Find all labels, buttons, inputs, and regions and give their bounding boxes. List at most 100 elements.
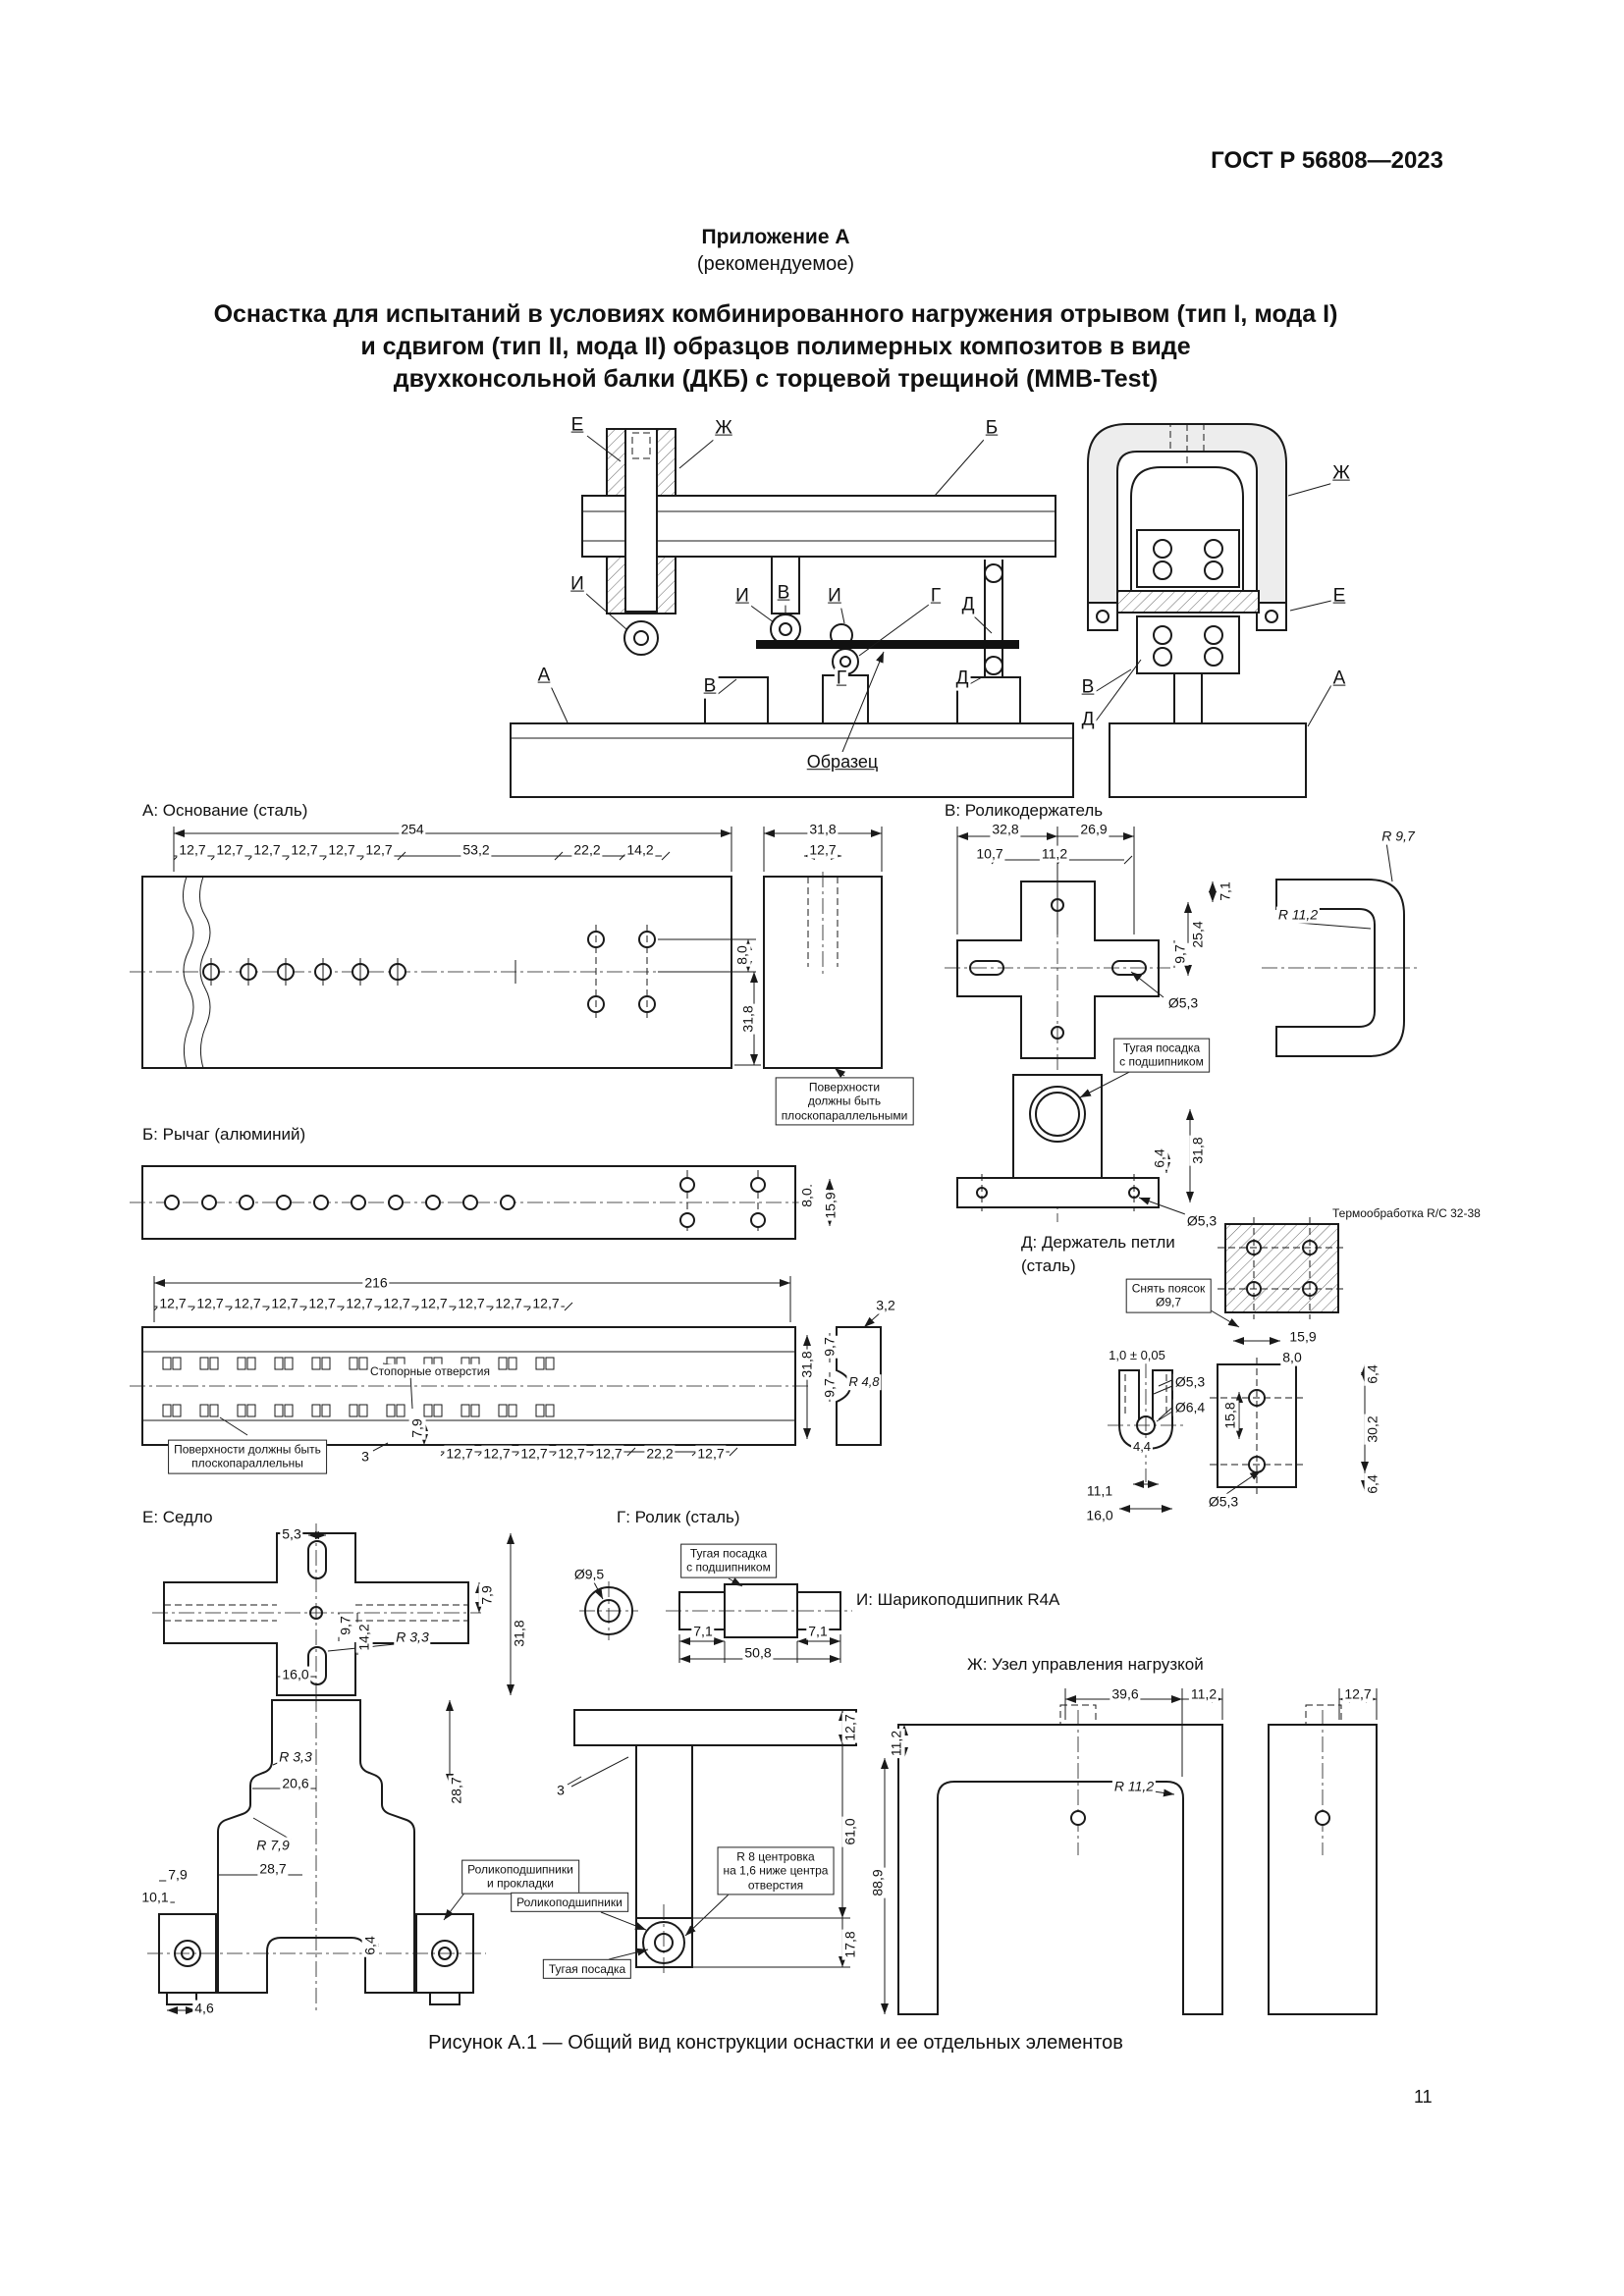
page-number: 11 [1414,2087,1433,2107]
main-title-line-3: двухконсольной балки (ДКБ) с торцевой тр… [393,365,1159,393]
dim-label: И [826,585,843,609]
dim-label: 88,9 [869,1867,887,1898]
dim-label: 7,1 [691,1623,715,1640]
dim-label: 12,7 [194,1295,226,1312]
dim-label: 12,7 [695,1445,727,1463]
dim-label: 31,8 [511,1618,528,1649]
dim-label: 9,7 [821,1376,839,1400]
dim-label: 31,8 [798,1349,816,1380]
assembly-end-view [1087,423,1334,798]
dim-label: 11,1 [1084,1482,1115,1500]
dim-label: 17,8 [841,1929,859,1960]
dim-label: 12,7 [481,1445,513,1463]
dim-label: В [775,582,792,606]
dim-label: 12,7 [251,841,283,859]
figure-caption: Рисунок А.1 — Общий вид конструкции осна… [428,2032,1123,2054]
view-base-drawing [130,827,883,1078]
dim-label: В [701,675,719,699]
dim-label: Г [834,667,849,691]
dim-label: R 11,2 [1111,1778,1157,1795]
dim-label: Д [1079,709,1097,732]
dim-label: 20,6 [280,1775,311,1792]
dim-label: 12,7 [177,841,208,859]
dim-label: 6,4 [1364,1472,1381,1496]
dim-label: Е [568,414,586,438]
dim-label: 7,1 [806,1623,830,1640]
dim-label: Ø5,3 [1165,994,1201,1012]
dim-label: 12,7 [232,1295,263,1312]
dim-label: 31,8 [807,821,839,838]
view-title-hinge-holder: Д: Держатель петли [1021,1233,1175,1252]
dim-label: 11,2 [1188,1685,1219,1703]
dim-label: 11,2 [888,1728,905,1759]
dim-label: Ø6,4 [1172,1399,1208,1416]
dim-label: 8,0 [1280,1349,1304,1366]
dim-label: Образец [804,752,881,774]
dim-label: 12,7 [518,1445,550,1463]
dim-label: 15,9 [822,1190,839,1221]
dim-label: 254 [399,821,426,838]
dim-label: 8,0 [733,943,751,967]
view-lever-drawing [130,1165,883,1457]
dim-label: R 11,2 [1275,906,1321,924]
dim-label: А [535,665,553,688]
dim-label: 15,9 [1287,1328,1319,1346]
dim-label: 32,8 [990,821,1021,838]
dim-label: 3,2 [874,1297,897,1314]
dim-label: 7,9 [478,1583,496,1607]
dim-label: 12,7 [444,1445,475,1463]
dim-label: 12,7 [556,1445,587,1463]
dim-label: 6,4 [1364,1362,1381,1386]
view-roller-drawing [579,1577,852,1663]
dim-label: Г [928,585,944,609]
dim-label: 22,2 [571,841,603,859]
view-title-roller: Г: Ролик (сталь) [617,1508,740,1526]
dim-label: Е [1330,585,1348,609]
dim-label: 7,9 [166,1866,189,1884]
main-title-line-2: и сдвигом (тип II, мода II) образцов пол… [360,333,1191,360]
dim-label: 12,7 [418,1295,450,1312]
dim-label: 3 [359,1448,371,1466]
dim-label: И [568,573,586,597]
dim-label: Ø9,5 [571,1566,607,1583]
dim-label: 3 [555,1782,567,1799]
dim-label: Ø5,3 [1206,1493,1241,1511]
dim-label: Ø5,3 [1184,1212,1219,1230]
dim-label: А [1330,667,1348,691]
dim-label: 7,9 [408,1416,426,1440]
doc-number: ГОСТ Р 56808—2023 [1211,147,1443,174]
appendix-title: Приложение А [701,226,850,248]
dim-label: 12,7 [363,841,395,859]
dim-label: 12,7 [593,1445,624,1463]
dim-label: В [1079,676,1097,700]
dim-label: 12,7 [214,841,245,859]
dim-label: R 3,3 [277,1748,314,1766]
dim-label: 53,2 [460,841,492,859]
dim-label: 12,7 [344,1295,375,1312]
dim-label: 12,7 [493,1295,524,1312]
dim-label: 12,7 [807,841,839,859]
dim-label: R 7,9 [254,1837,292,1854]
view-title-load-unit: Ж: Узел управления нагрузкой [967,1655,1204,1674]
dim-label: 12,7 [157,1295,189,1312]
dim-label: 10,1 [139,1889,171,1906]
dim-label: Тугая посадка [542,1958,632,1980]
dim-label: Ж [713,417,734,441]
dim-label: 12,7 [381,1295,412,1312]
assembly-side-view [510,428,1074,798]
dim-label: 16,0 [280,1666,311,1683]
dim-label: 26,9 [1078,821,1110,838]
dim-label: 12,7 [269,1295,300,1312]
dim-label: 1,0 ± 0,05 [1107,1348,1167,1363]
dim-label: 61,0 [841,1816,859,1847]
dim-label: 4,6 [192,2000,216,2017]
dim-label: Стопорные отверстия [368,1363,492,1379]
